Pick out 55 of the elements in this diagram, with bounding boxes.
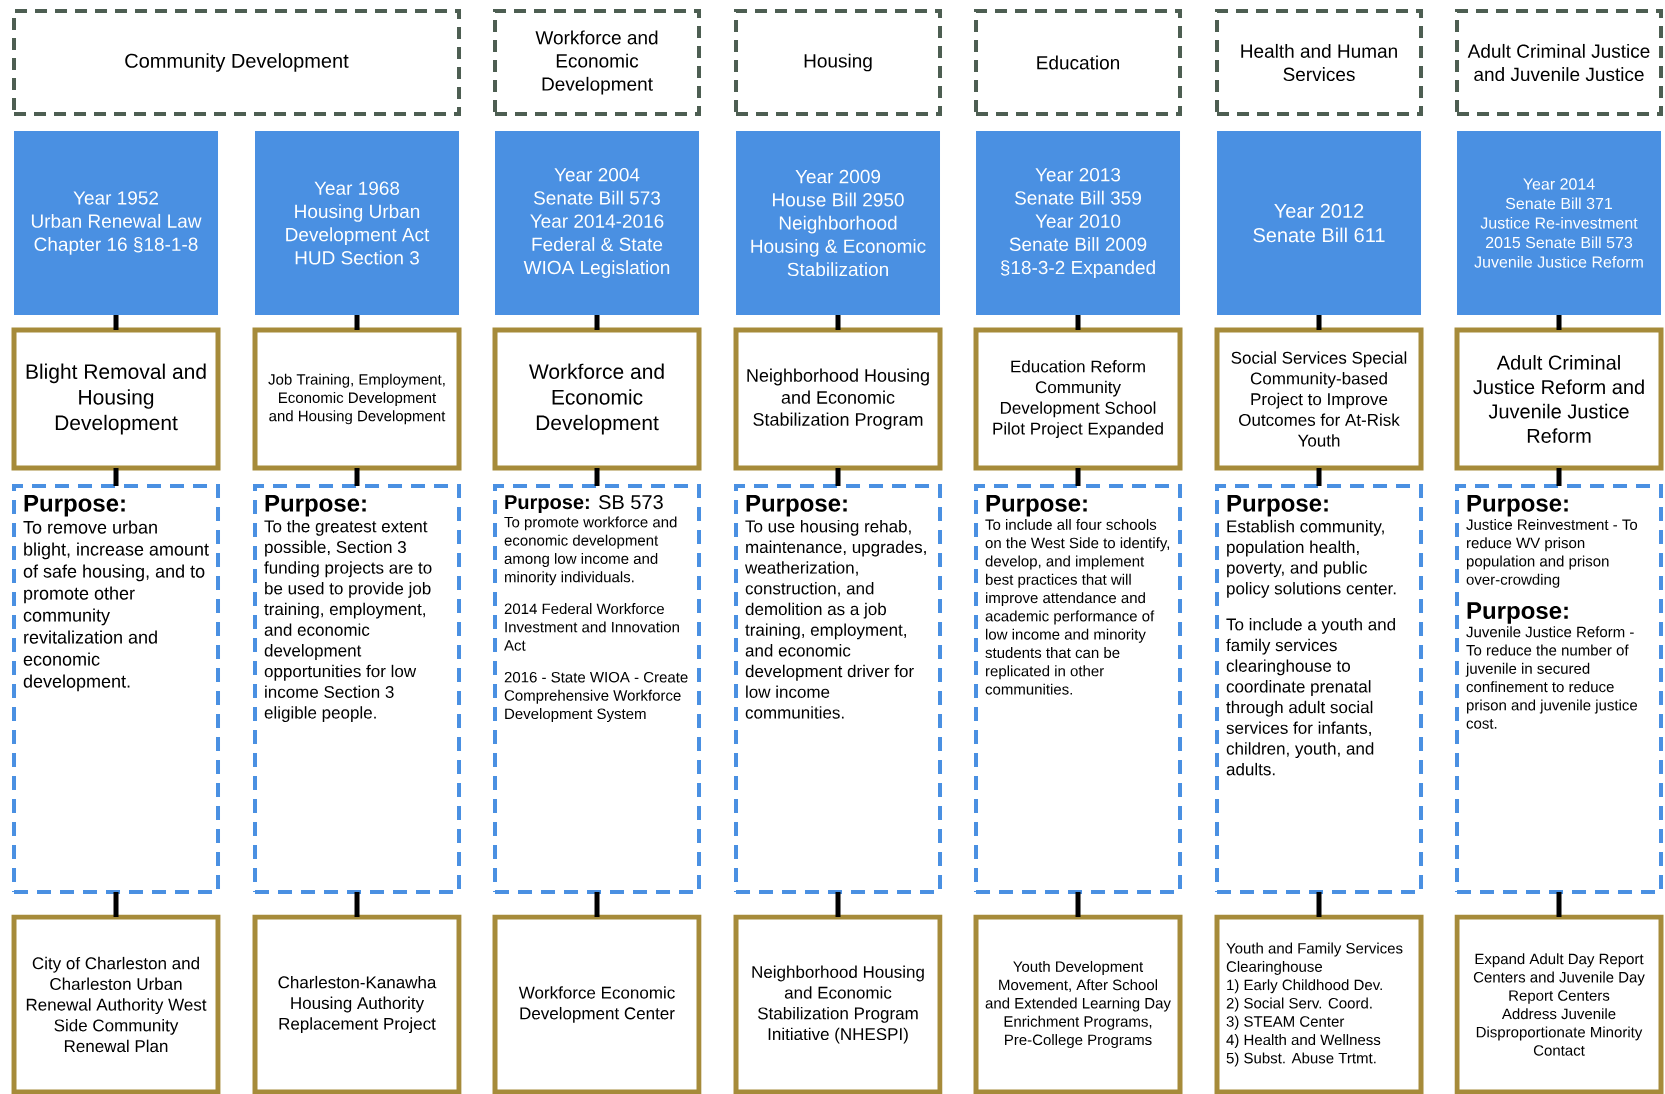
legislation-box: Year 2012 Senate Bill 611	[1217, 131, 1421, 315]
legislation-box: Year 1952 Urban Renewal Law Chapter 16 §18-1-8	[14, 131, 218, 315]
category-box: Adult Criminal Justice and Juvenile Justice	[1455, 9, 1663, 116]
program-box: Neighborhood Housing and Economic Stabilization Program	[733, 327, 943, 471]
connector-line	[1556, 315, 1562, 330]
connector-line	[594, 468, 600, 486]
project-box: Youth and Family Services Clearinghouse 1) Early Childhood Dev. 2) Social Serv. Coord. 3) STEAM Center 4) Health and Wellness 5) Subst. Abuse Trtmt.	[1214, 914, 1424, 1094]
project-box: Workforce Economic Development Center	[492, 914, 702, 1094]
connector-line	[113, 468, 119, 486]
program-box: Blight Removal and Housing Development	[11, 327, 221, 471]
project-box: Youth Development Movement, After School and Extended Learning Day Enrichment Programs, Pre-College Programs	[973, 914, 1183, 1094]
purpose-box: Purpose: Establish community, population health, poverty, and public policy solutions center. To include a youth and family services clearinghouse to coordinate prenatal through adult social services for infants, children, youth, and adults.	[1215, 484, 1423, 894]
purpose-box: Purpose: To include all four schools on the West Side to identify, develop, and implement best practices that will improve attendance and academic performance of low income and minority students that can be replicated in other communities.	[974, 484, 1182, 894]
program-box: Education Reform Community Development School Pilot Project Expanded	[973, 327, 1183, 471]
program-box: Workforce and Economic Development	[492, 327, 702, 471]
connector-line	[1556, 892, 1562, 917]
connector-line	[1316, 892, 1322, 917]
connector-line	[835, 315, 841, 330]
connector-line	[1316, 315, 1322, 330]
program-box: Adult Criminal Justice Reform and Juvenile Justice Reform	[1454, 327, 1664, 471]
purpose-box: Purpose: Justice Reinvestment - To reduce WV prison population and prison over-crowding Purpose: Juvenile Justice Reform - To reduce the number of juvenile in secured confinement to reduce prison and juvenile justice cost.	[1455, 484, 1663, 894]
program-box: Job Training, Employment, Economic Development and Housing Development	[252, 327, 462, 471]
connector-line	[113, 315, 119, 330]
connector-line	[354, 892, 360, 917]
category-box: Education	[974, 9, 1182, 116]
connector-line	[1075, 468, 1081, 486]
project-box: City of Charleston and Charleston Urban Renewal Authority West Side Community Renewal Plan	[11, 914, 221, 1094]
category-box: Community Development	[12, 9, 461, 116]
project-box: Neighborhood Housing and Economic Stabilization Program Initiative (NHESPI)	[733, 914, 943, 1094]
legislation-box: Year 2009 House Bill 2950 Neighborhood Housing & Economic Stabilization	[736, 131, 940, 315]
connector-line	[594, 315, 600, 330]
connector-line	[1075, 315, 1081, 330]
connector-line	[1075, 892, 1081, 917]
project-box: Expand Adult Day Report Centers and Juvenile Day Report Centers Address Juvenile Disproportionate Minority Contact	[1454, 914, 1664, 1094]
purpose-box: Purpose: To use housing rehab, maintenance, upgrades, weatherization, construction, and demolition as a job training, employment, and economic development driver for low income communities.	[734, 484, 942, 894]
purpose-box: Purpose: To remove urban blight, increase amount of safe housing, and to promote other community revitalization and economic development.	[12, 484, 220, 894]
legislation-box: Year 1968 Housing Urban Development Act HUD Section 3	[255, 131, 459, 315]
legislation-box: Year 2014 Senate Bill 371 Justice Re-investment 2015 Senate Bill 573 Juvenile Justice Reform	[1457, 131, 1661, 315]
connector-line	[113, 892, 119, 917]
connector-line	[835, 468, 841, 486]
program-box: Social Services Special Community-based Project to Improve Outcomes for At-Risk Youth	[1214, 327, 1424, 471]
connector-line	[354, 468, 360, 486]
category-box: Health and Human Services	[1215, 9, 1423, 116]
project-box: Charleston-Kanawha Housing Authority Replacement Project	[252, 914, 462, 1094]
connector-line	[354, 315, 360, 330]
connector-line	[594, 892, 600, 917]
category-box: Housing	[734, 9, 942, 116]
connector-line	[1556, 468, 1562, 486]
connector-line	[1316, 468, 1322, 486]
legislation-box: Year 2004 Senate Bill 573 Year 2014-2016 Federal & State WIOA Legislation	[495, 131, 699, 315]
legislation-box: Year 2013 Senate Bill 359 Year 2010 Senate Bill 2009 §18-3-2 Expanded	[976, 131, 1180, 315]
purpose-box: Purpose: SB 573 To promote workforce and economic development among low income and minority individuals. 2014 Federal Workforce Investment and Innovation Act 2016 - State WIOA - Create Comprehensive Workforce Development System	[493, 484, 701, 894]
category-box: Workforce and Economic Development	[493, 9, 701, 116]
purpose-box: Purpose: To the greatest extent possible, Section 3 funding projects are to be used to provide job training, employment, and economic development opportunities for low income Section 3 eligible people.	[253, 484, 461, 894]
connector-line	[835, 892, 841, 917]
